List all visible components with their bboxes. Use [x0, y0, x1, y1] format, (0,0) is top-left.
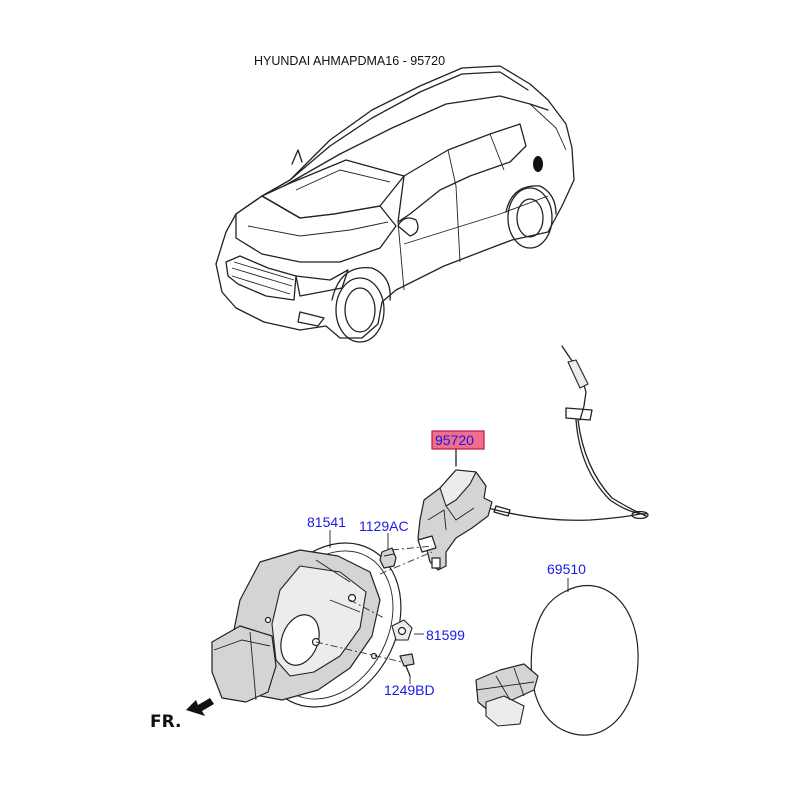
bolt-1129AC — [379, 547, 397, 569]
part-number-81541: 81541 — [307, 514, 346, 530]
fuel-filler-housing-81541 — [211, 542, 402, 708]
clip-81599 — [391, 619, 413, 641]
highlighted-part-box[interactable] — [431, 430, 485, 450]
vehicle-illustration — [215, 65, 575, 343]
part-number-81599: 81599 — [426, 627, 465, 643]
part-number-95720: 95720 — [435, 432, 474, 448]
part-number-1129AC: 1129AC — [359, 518, 409, 534]
front-arrow-icon — [186, 698, 214, 716]
part-number-69510: 69510 — [547, 561, 586, 577]
part-number-1249BD: 1249BD — [384, 682, 435, 698]
fuel-door-actuator-95720 — [417, 449, 493, 571]
fuel-door-location-marker — [533, 156, 543, 172]
fuel-door-69510 — [475, 585, 639, 736]
screw-1249BD — [399, 653, 415, 677]
diagram-title: HYUNDAI AHMAPDMA16 - 95720 — [254, 54, 445, 68]
front-direction-indicator: FR. — [150, 698, 214, 732]
front-direction-label: FR. — [150, 712, 181, 732]
release-cable — [487, 345, 649, 521]
